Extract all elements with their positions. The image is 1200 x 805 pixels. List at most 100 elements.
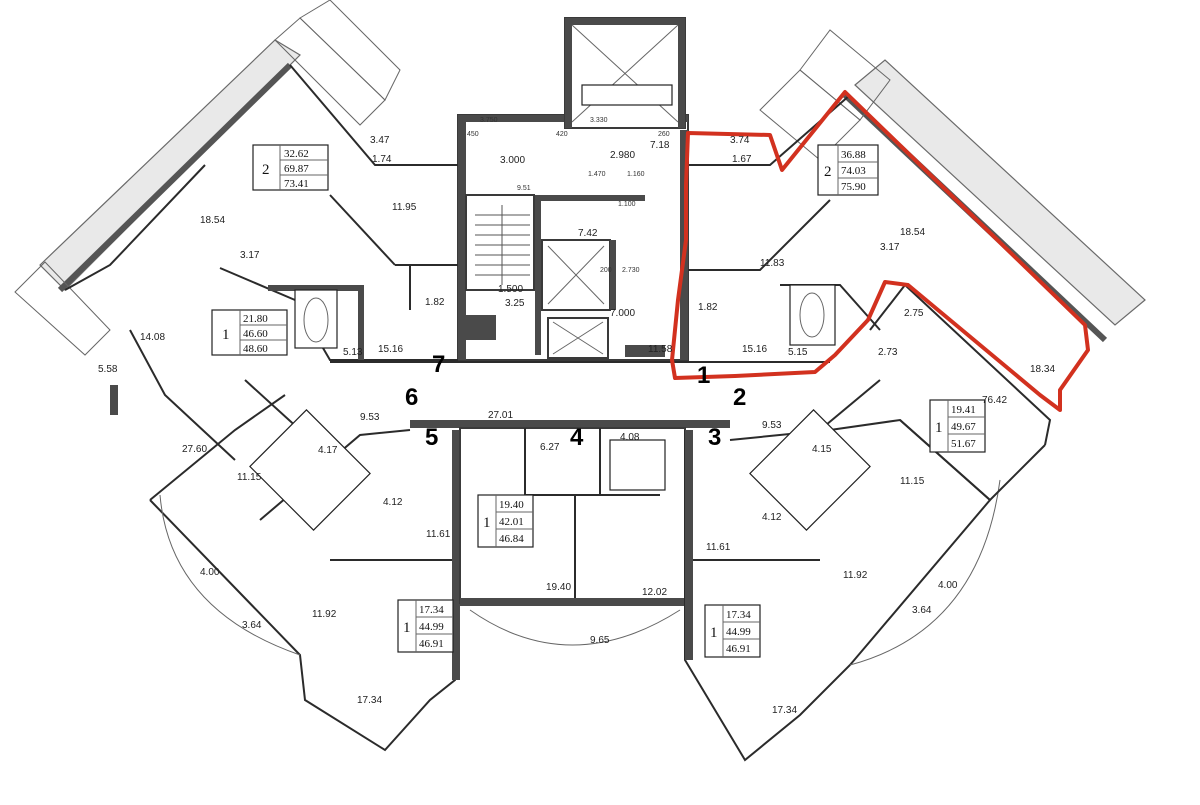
common-corridor [244, 361, 881, 431]
apt2-rooms: 1 [935, 420, 943, 436]
area-box-apt1: 2 36.88 74.03 75.90 [817, 144, 879, 196]
apt3-area-1: 17.34 [726, 609, 751, 621]
apt4-rooms: 1 [483, 515, 491, 531]
room-label: 450 [467, 131, 479, 138]
room-label: 1.470 [588, 171, 606, 178]
room-label: 3.17 [880, 242, 900, 253]
room-labels: 18.54 3.17 3.47 1.74 11.95 14.08 5.58 5.… [98, 117, 1055, 716]
room-label: 1.100 [618, 201, 636, 208]
room-label: 17.34 [357, 695, 382, 706]
room-label: 2.980 [610, 150, 635, 161]
room-label: 3.25 [505, 298, 525, 309]
apt1-area-3: 75.90 [841, 181, 866, 193]
apt5-rooms: 1 [403, 620, 411, 636]
room-label: 260 [658, 131, 670, 138]
apt7-area-2: 69.87 [284, 163, 309, 175]
room-label: 27.01 [488, 410, 513, 421]
apt3-area-3: 46.91 [726, 643, 751, 655]
apt5-area-2: 44.99 [419, 621, 444, 633]
room-label: 4.08 [620, 432, 640, 443]
apt4-area-3: 46.84 [499, 533, 524, 545]
room-label: 4.00 [200, 567, 220, 578]
apt5-area-1: 17.34 [419, 604, 444, 616]
room-label: 4.00 [938, 580, 958, 591]
apt3-area-2: 44.99 [726, 626, 751, 638]
room-label: 2.73 [878, 347, 898, 358]
apartment-2-walls [869, 283, 1052, 502]
apt1-rooms: 2 [824, 164, 832, 180]
balcony-left-top [14, 0, 401, 356]
apartment-number-2: 2 [733, 384, 746, 411]
room-label: 14.08 [140, 332, 165, 343]
room-label: 5.13 [343, 347, 363, 358]
room-label: 11.15 [237, 472, 262, 483]
room-label: 11.61 [426, 529, 451, 540]
room-label: 9.53 [762, 420, 782, 431]
room-label: 7.18 [650, 140, 670, 151]
room-label: 15.16 [378, 344, 403, 355]
room-label: 3.74 [730, 135, 750, 146]
apartment-number-1: 1 [697, 362, 710, 389]
apt4-area-2: 42.01 [499, 516, 524, 528]
room-label: 7.000 [610, 308, 635, 319]
room-label: 11.92 [312, 609, 337, 620]
room-label: 9.53 [360, 412, 380, 423]
apt7-area-1: 32.62 [284, 148, 309, 160]
room-label: 3.750 [480, 117, 498, 124]
apartment-number-7: 7 [432, 351, 445, 378]
room-label: 11.92 [843, 570, 868, 581]
area-box-apt5: 1 17.34 44.99 46.91 [397, 599, 454, 653]
apt2-area-3: 51.67 [951, 438, 976, 450]
apt2-area-2: 49.67 [951, 421, 976, 433]
room-label: 27.60 [182, 444, 207, 455]
room-label: 6.27 [540, 442, 560, 453]
room-label: 4.15 [812, 444, 832, 455]
room-label: 11.15 [900, 476, 925, 487]
apt4-area-1: 19.40 [499, 499, 524, 511]
area-box-apt2: 1 19.41 49.67 51.67 [929, 399, 986, 453]
room-label: 11.95 [392, 202, 417, 213]
room-label: 1.160 [627, 171, 645, 178]
room-label: 18.34 [1030, 364, 1055, 375]
room-label: 2.730 [622, 267, 640, 274]
apartment-number-6: 6 [405, 384, 418, 411]
apt6-area-3: 48.60 [243, 343, 268, 355]
room-label: 11.83 [760, 258, 785, 269]
apartment-number-5: 5 [425, 424, 438, 451]
apartment-5-walls [149, 394, 461, 752]
room-label: 9.65 [590, 635, 610, 646]
room-label: 5.15 [788, 347, 808, 358]
room-label: 11.58 [648, 344, 673, 355]
room-label: 4.12 [762, 512, 782, 523]
apartment-1-walls [688, 94, 881, 363]
apt6-rooms: 1 [222, 327, 230, 343]
apartment-7-walls [64, 64, 458, 461]
area-box-apt4: 1 19.40 42.01 46.84 [477, 494, 534, 548]
apt6-area-2: 46.60 [243, 328, 268, 340]
apt5-area-3: 46.91 [419, 638, 444, 650]
area-box-apt6: 1 21.80 46.60 48.60 [211, 309, 288, 356]
room-label: 200 [600, 267, 612, 274]
room-label: 12.02 [642, 587, 667, 598]
apartment-3-walls [684, 409, 1001, 762]
room-label: 420 [556, 131, 568, 138]
room-label: 19.40 [546, 582, 571, 593]
room-label: 3.64 [912, 605, 932, 616]
room-label: 1.67 [732, 154, 752, 165]
room-label: 11.61 [706, 542, 731, 553]
apt7-rooms: 2 [262, 162, 270, 178]
room-label: 1.82 [425, 297, 445, 308]
room-label: 4.17 [318, 445, 338, 456]
room-label: 15.16 [742, 344, 767, 355]
central-core [457, 17, 689, 361]
apartment-number-4: 4 [570, 424, 584, 451]
room-label: 2.75 [904, 308, 924, 319]
room-label: 3.000 [500, 155, 525, 166]
room-label: 1.74 [372, 154, 392, 165]
room-label: 4.12 [383, 497, 403, 508]
area-box-apt3: 1 17.34 44.99 46.91 [704, 604, 761, 658]
room-label: 18.54 [200, 215, 225, 226]
room-label: 7.42 [578, 228, 598, 239]
apt7-area-3: 73.41 [284, 178, 309, 190]
